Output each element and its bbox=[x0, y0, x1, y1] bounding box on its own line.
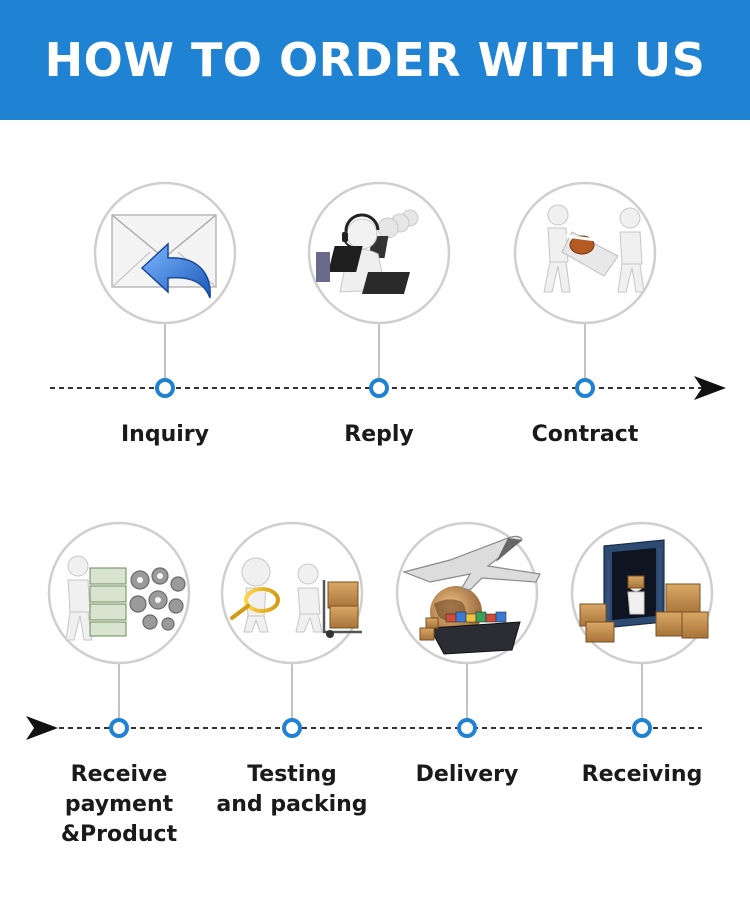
step-inquiry bbox=[93, 181, 237, 398]
page-title: HOW TO ORDER WITH US bbox=[44, 33, 706, 87]
envelope-reply-icon bbox=[111, 214, 217, 299]
call-center-agents-icon bbox=[316, 209, 419, 294]
timeline-node bbox=[575, 378, 595, 398]
container-boxes-icon bbox=[579, 539, 709, 643]
inspection-packing-icon bbox=[230, 557, 362, 638]
step-label-inquiry: Inquiry bbox=[121, 422, 209, 447]
timeline-node bbox=[155, 378, 175, 398]
step-label-testing-packing: Testing and packing bbox=[216, 762, 368, 817]
timeline-row-2 bbox=[26, 716, 702, 740]
timeline-node bbox=[457, 718, 477, 738]
timeline-node bbox=[369, 378, 389, 398]
timeline-node bbox=[282, 718, 302, 738]
plane-ship-globe-icon bbox=[402, 535, 541, 655]
step-contract bbox=[513, 181, 657, 398]
contract-handshake-icon bbox=[543, 204, 645, 293]
step-testing-packing bbox=[220, 521, 364, 738]
step-receiving bbox=[570, 521, 714, 738]
timeline-node bbox=[109, 718, 129, 738]
step-reply bbox=[307, 181, 451, 398]
timeline-node bbox=[632, 718, 652, 738]
step-label-receive-payment: Receive payment &Product bbox=[60, 762, 178, 847]
step-label-receiving: Receiving bbox=[581, 762, 703, 787]
step-receive-payment bbox=[47, 521, 191, 738]
money-gears-icon bbox=[65, 555, 186, 641]
arrow-right-icon bbox=[26, 716, 58, 740]
step-label-reply: Reply bbox=[344, 422, 414, 447]
step-delivery bbox=[395, 521, 541, 738]
title-banner: HOW TO ORDER WITH US bbox=[0, 0, 750, 120]
step-label-delivery: Delivery bbox=[415, 762, 519, 787]
step-label-contract: Contract bbox=[531, 422, 639, 447]
arrow-right-icon bbox=[694, 376, 726, 400]
